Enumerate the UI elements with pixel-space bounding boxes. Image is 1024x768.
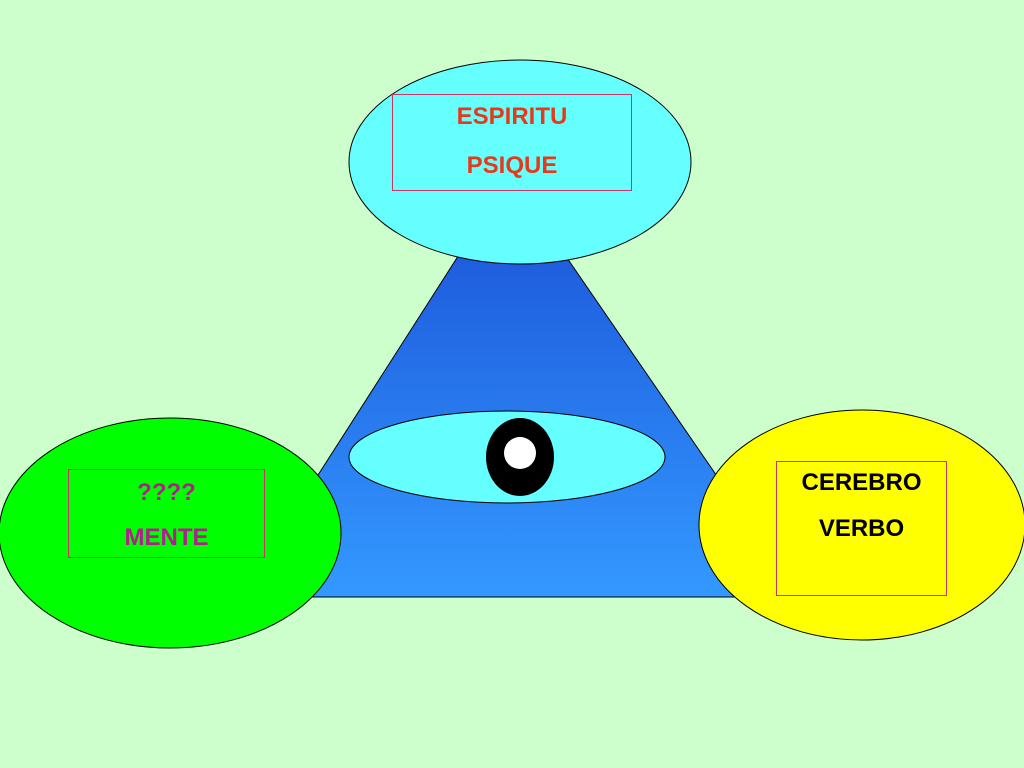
top-node-label: ESPIRITU PSIQUE [392,94,632,191]
central-triangle [239,174,801,598]
left-node-label: ???? MENTE [68,469,265,558]
top-node-ellipse [348,59,692,265]
left-node-line2: MENTE [124,524,209,551]
eye-pupil [504,437,536,469]
eye-icon [486,418,554,496]
top-node-line2: PSIQUE [466,152,558,179]
right-node-ellipse [698,409,1024,641]
right-node-line2: VERBO [818,515,905,542]
left-node-ellipse [0,417,342,649]
left-node-line1: ???? [137,479,196,506]
right-node-label: CEREBRO VERBO [776,461,947,596]
top-node-line1: ESPIRITU [456,103,568,130]
right-node-line1: CEREBRO [801,469,922,496]
